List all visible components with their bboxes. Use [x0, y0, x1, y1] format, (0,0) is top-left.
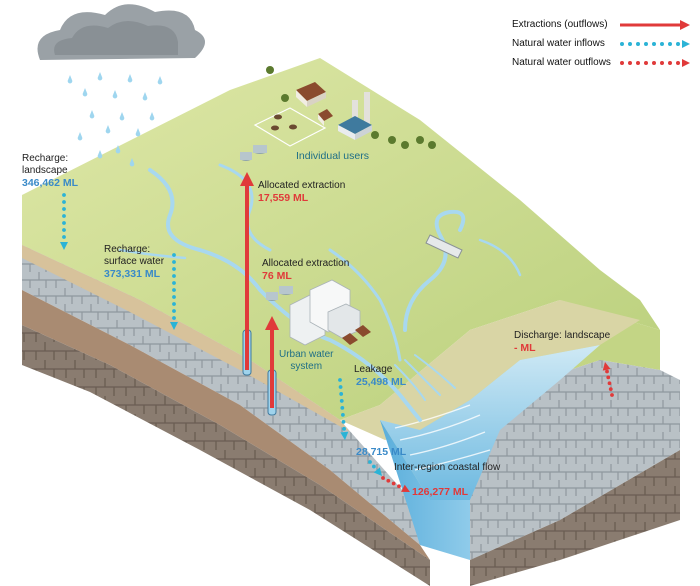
individual-users-label: Individual users: [296, 150, 369, 162]
recharge-landscape-label: Recharge: landscape 346,462 ML: [22, 153, 79, 189]
discharge-landscape-value: - ML: [514, 342, 536, 354]
inflow-arrows: [60, 193, 382, 476]
rivers: [118, 163, 522, 422]
legend-symbols: [620, 20, 690, 67]
coastal-flow-label: Inter-region coastal flow 126,277 ML: [394, 462, 501, 498]
recharge-landscape-value: 346,462 ML: [22, 177, 79, 189]
coastal-sea: [380, 345, 600, 560]
legend-inflows: Natural water inflows: [512, 38, 605, 49]
leakage-value: 25,498 ML: [356, 376, 407, 388]
allocated-extraction-2-label: Allocated extraction 76 ML: [262, 258, 350, 282]
water-tank-icon: [240, 145, 293, 301]
rain-cloud-icon: [37, 4, 205, 167]
city-buildings-icon: [289, 279, 371, 346]
inflow-value: 28,715 ML: [356, 446, 407, 458]
allocated-extraction-2-value: 76 ML: [262, 270, 292, 282]
recharge-surface-label: Recharge: surface water 373,331 ML: [104, 244, 165, 280]
legend-extractions: Extractions (outflows): [512, 19, 608, 30]
extraction-arrows: [240, 172, 279, 416]
discharge-landscape-label: Discharge: landscape - ML: [514, 330, 611, 354]
allocated-extraction-1-label: Allocated extraction 17,559 ML: [258, 180, 346, 204]
legend-outflows: Natural water outflows: [512, 57, 611, 68]
leakage-label: Leakage 25,498 ML: [354, 364, 407, 388]
farm-house-icon: [253, 82, 333, 147]
allocated-extraction-1-value: 17,559 ML: [258, 192, 309, 204]
coastal-flow-value: 126,277 ML: [412, 486, 469, 498]
urban-water-system-label: Urban water system: [279, 349, 334, 372]
recharge-surface-value: 373,331 ML: [104, 268, 161, 280]
outflow-arrows: [381, 362, 614, 492]
dam-icon: [425, 234, 463, 259]
tree-icons: [266, 66, 436, 149]
factory-icon: [338, 92, 372, 140]
